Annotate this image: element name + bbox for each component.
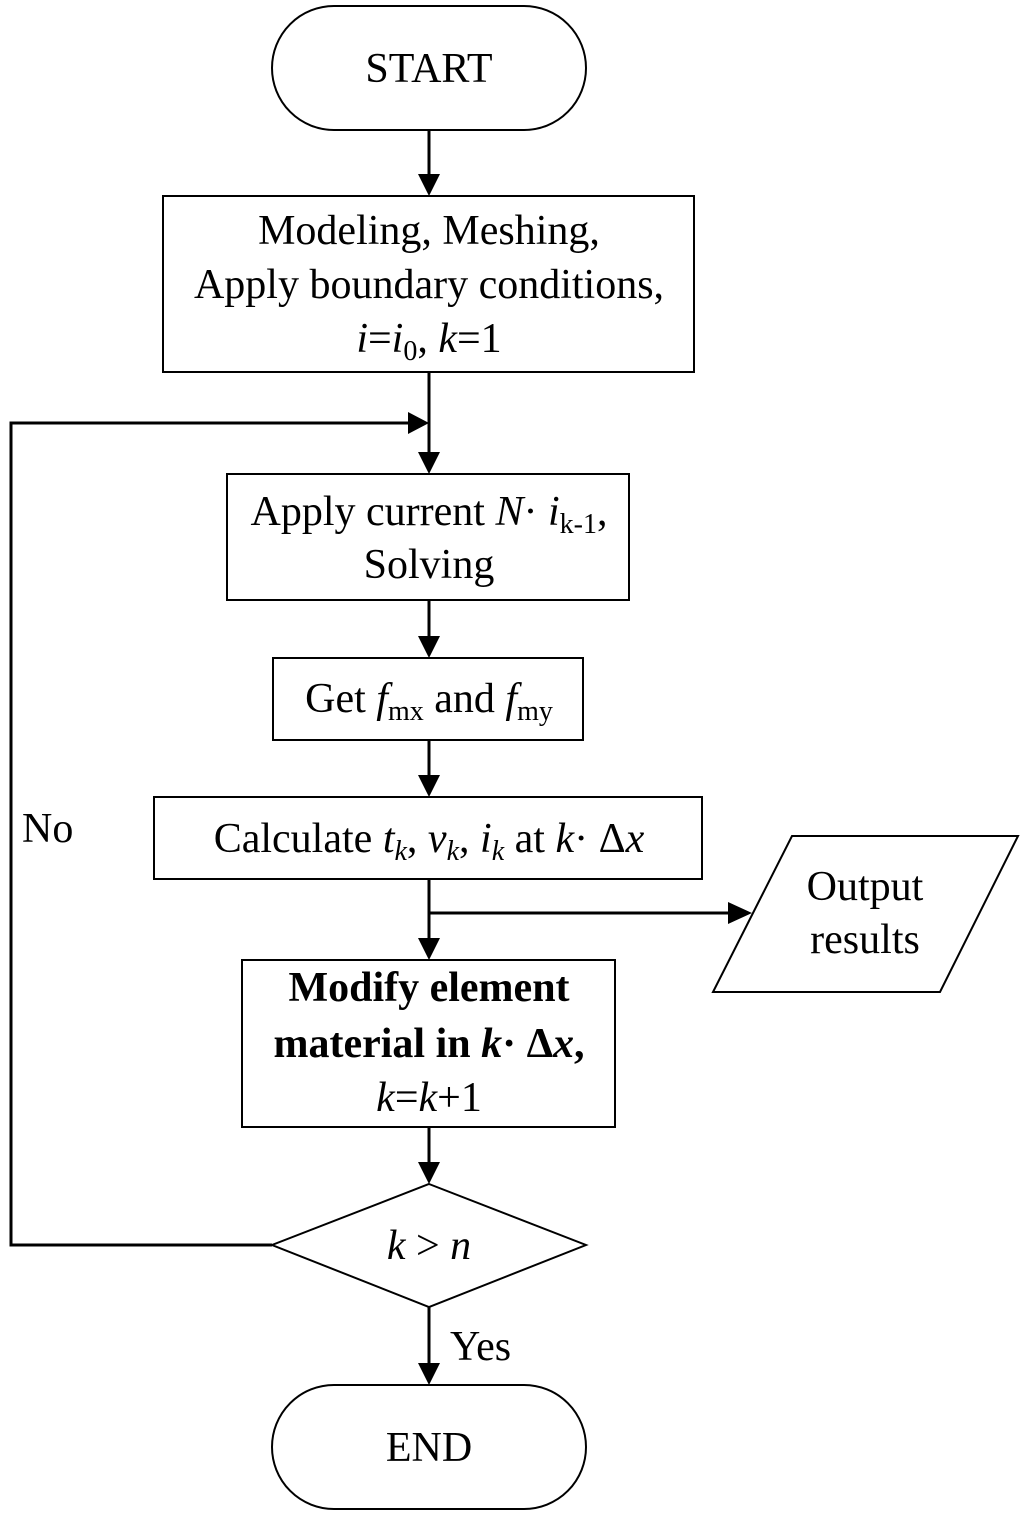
init-comma: , xyxy=(417,316,438,362)
init-line1: Modeling, Meshing, xyxy=(258,208,600,254)
decision-k: k xyxy=(387,1223,407,1269)
modify-k: k xyxy=(481,1021,502,1067)
init-k: k xyxy=(438,316,458,362)
apply-line1: Apply current N· ik-1, xyxy=(251,489,608,540)
apply-sub: k-1 xyxy=(560,509,597,540)
arrowhead-modify xyxy=(418,938,440,960)
decision-n: n xyxy=(450,1223,471,1269)
arrowhead-end xyxy=(418,1363,440,1385)
init-i: i xyxy=(356,316,368,362)
start-node: START xyxy=(271,5,587,131)
get-sub2: my xyxy=(517,696,553,727)
calc-i: i xyxy=(480,816,492,862)
calc-v: v xyxy=(428,816,447,862)
arrowhead-init xyxy=(418,174,440,196)
calc-at: at xyxy=(504,816,555,862)
edge-no-loop xyxy=(9,421,410,1247)
output-line1: Output xyxy=(807,864,924,910)
modify-dot: · xyxy=(502,1021,527,1067)
init-sub0: 0 xyxy=(403,336,417,367)
calc-sub-t: k xyxy=(394,836,407,867)
calc-process-node: Calculate tk, vk, ik at k· Δx xyxy=(153,796,703,880)
init-eq1: =1 xyxy=(457,316,502,362)
output-line2: results xyxy=(810,917,920,963)
calc-sub-v: k xyxy=(447,836,460,867)
edge-label-yes: Yes xyxy=(450,1324,511,1370)
modify-prefix: material in xyxy=(274,1021,482,1067)
calc-delta: Δ xyxy=(599,816,626,862)
start-terminator-shape xyxy=(271,5,587,131)
calc-k: k xyxy=(555,816,575,862)
decision-diamond xyxy=(269,1182,589,1309)
modify-line3: k=k+1 xyxy=(376,1075,482,1121)
arrowhead-get xyxy=(418,636,440,658)
calc-c1: , xyxy=(407,816,428,862)
init-line2: Apply boundary conditions, xyxy=(194,262,664,308)
calc-t: t xyxy=(383,816,396,862)
arrowhead-output xyxy=(728,902,752,924)
end-label: END xyxy=(386,1425,472,1471)
init-eq: = xyxy=(368,316,392,362)
calc-dot: · xyxy=(574,816,599,862)
modify-process-node: Modify element material in k· Δx, k=k+1 xyxy=(241,959,616,1128)
arrowhead-loop xyxy=(408,412,429,434)
init-process-node: Modeling, Meshing, Apply boundary condit… xyxy=(162,195,695,373)
get-and: and xyxy=(424,676,506,722)
init-line3: i=i0, k=1 xyxy=(356,316,501,367)
decision-gt: > xyxy=(405,1223,450,1269)
decision-label: k > n xyxy=(387,1223,471,1269)
calc-prefix: Calculate xyxy=(214,816,383,862)
arrowhead-decision xyxy=(418,1162,440,1184)
modify-delta: Δ xyxy=(527,1021,553,1067)
apply-process-node: Apply current N· ik-1, Solving xyxy=(226,473,630,601)
modify-process-box xyxy=(241,959,616,1128)
apply-i: i xyxy=(548,489,560,535)
get-prefix: Get xyxy=(305,676,376,722)
get-line: Get fmx and fmy xyxy=(305,676,553,727)
apply-prefix: Apply current xyxy=(251,489,496,535)
end-node: END xyxy=(271,1384,587,1510)
apply-N: N xyxy=(494,489,525,535)
modify-plus: +1 xyxy=(437,1075,482,1121)
calc-c2: , xyxy=(459,816,480,862)
modify-eq: = xyxy=(395,1075,419,1121)
apply-dot: · xyxy=(523,489,548,535)
output-parallelogram xyxy=(711,835,1020,993)
modify-k2: k xyxy=(419,1075,439,1121)
calc-x: x xyxy=(625,816,645,862)
modify-x: x xyxy=(552,1021,574,1067)
start-label: START xyxy=(365,46,492,92)
apply-line2: Solving xyxy=(364,542,495,588)
modify-line1: Modify element xyxy=(288,965,569,1011)
apply-comma: , xyxy=(597,489,608,535)
get-process-node: Get fmx and fmy xyxy=(272,657,584,741)
edge-label-no: No xyxy=(22,806,73,852)
get-sub1: mx xyxy=(388,696,424,727)
arrowhead-calc xyxy=(418,775,440,797)
connectors xyxy=(9,130,752,1385)
modify-comma: , xyxy=(574,1021,585,1067)
calc-line: Calculate tk, vk, ik at k· Δx xyxy=(214,816,645,867)
apply-process-box xyxy=(226,473,630,601)
init-i0: i xyxy=(392,316,404,362)
output-io-node: Output results xyxy=(711,835,1020,993)
decision-node: k > n xyxy=(269,1182,589,1309)
calc-process-box xyxy=(153,796,703,880)
arrowhead-apply xyxy=(418,452,440,474)
get-process-box xyxy=(272,657,584,741)
end-terminator-shape xyxy=(271,1384,587,1510)
calc-sub-i: k xyxy=(492,836,505,867)
init-process-box xyxy=(162,195,695,373)
modify-k1: k xyxy=(376,1075,396,1121)
modify-line2: material in k· Δx, xyxy=(274,1021,585,1067)
